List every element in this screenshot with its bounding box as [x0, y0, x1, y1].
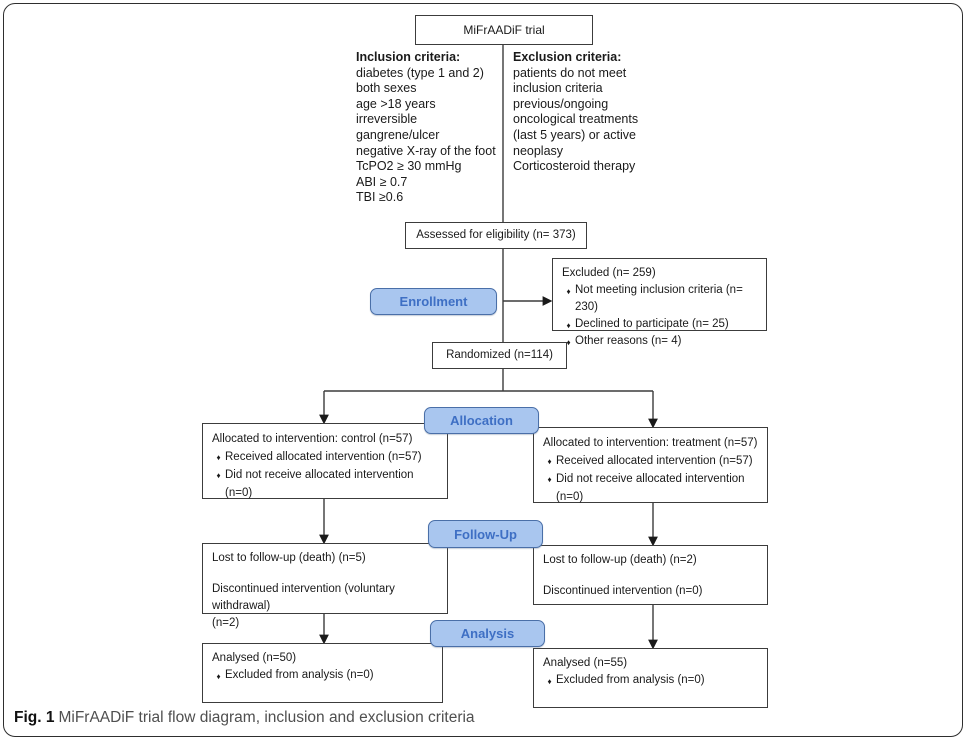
stage-label-followup: Follow-Up [428, 520, 543, 548]
followup-left-line: Discontinued intervention (voluntary wit… [212, 583, 395, 612]
followup-label-text: Follow-Up [454, 526, 517, 542]
exclusion-criteria: Exclusion criteria: patients do not meet… [513, 50, 673, 175]
inclusion-item: gangrene/ulcer [356, 127, 440, 142]
followup-right-line: Lost to follow-up (death) (n=2) [543, 554, 697, 566]
trial-title-box: MiFrAADiF trial [415, 15, 593, 45]
exclusion-item: oncological treatments [513, 112, 639, 127]
bullet-icon: ♦ [547, 677, 552, 686]
exclusion-item: inclusion criteria [513, 81, 603, 96]
analysis-left-box: Analysed (n=50) ♦ Excluded from analysis… [202, 643, 443, 703]
randomized-label: Randomized (n=114) [446, 349, 553, 361]
analysis-right-box: Analysed (n=55) ♦ Excluded from analysis… [533, 648, 768, 708]
trial-title: MiFrAADiF trial [463, 22, 545, 37]
excluded-title: Excluded (n= 259) [562, 267, 656, 279]
followup-left-line: Lost to follow-up (death) (n=5) [212, 552, 366, 564]
exclusion-item: previous/ongoing [513, 96, 609, 111]
analysis-left-item: ♦ Excluded from analysis (n=0) [212, 667, 434, 684]
followup-right-line: Discontinued intervention (n=0) [543, 585, 703, 597]
inclusion-item: negative X-ray of the foot [356, 143, 496, 158]
allocation-right-box: Allocated to intervention: treatment (n=… [533, 427, 768, 503]
allocation-label-text: Allocation [450, 413, 513, 428]
excluded-box: Excluded (n= 259) ♦ Not meeting inclusio… [552, 258, 767, 347]
inclusion-criteria: Inclusion criteria: diabetes (type 1 and… [356, 50, 504, 206]
analysis-label-text: Analysis [460, 626, 515, 641]
inclusion-header: Inclusion criteria: [356, 50, 461, 64]
assessed-box: Assessed for eligibility (n= 373) [405, 222, 587, 249]
inclusion-item: TBI ≥0.6 [356, 190, 404, 205]
followup-right-box: Lost to follow-up (death) (n=2) Disconti… [533, 545, 768, 605]
bullet-icon: ♦ [216, 453, 221, 462]
bullet-icon: ♦ [547, 475, 552, 484]
figure-caption-text: MiFrAADiF trial flow diagram, inclusion … [58, 709, 475, 726]
exclusion-item: patients do not meet [513, 65, 627, 80]
bullet-icon: ♦ [566, 338, 571, 347]
followup-left-box: Lost to follow-up (death) (n=5) Disconti… [202, 543, 448, 629]
stage-label-analysis: Analysis [430, 620, 545, 647]
excluded-item: ♦ Declined to participate (n= 25) [562, 316, 758, 333]
allocation-left-box: Allocated to intervention: control (n=57… [202, 423, 448, 499]
bullet-icon: ♦ [547, 457, 552, 466]
allocation-left-item: ♦ Did not receive allocated intervention… [212, 466, 439, 502]
randomized-box: Randomized (n=114) [432, 342, 567, 369]
inclusion-item: diabetes (type 1 and 2) [356, 65, 484, 80]
excluded-item: ♦ Not meeting inclusion criteria (n= 230… [562, 282, 758, 316]
inclusion-item: age >18 years [356, 96, 436, 111]
inclusion-item: ABI ≥ 0.7 [356, 174, 408, 189]
bullet-icon: ♦ [566, 321, 571, 330]
allocation-left-title: Allocated to intervention: control (n=57… [212, 433, 413, 445]
bullet-icon: ♦ [566, 287, 571, 296]
inclusion-item: both sexes [356, 81, 417, 96]
allocation-left-item: ♦ Received allocated intervention (n=57) [212, 448, 439, 466]
exclusion-item: Corticosteroid therapy [513, 159, 636, 174]
stage-label-allocation: Allocation [424, 407, 539, 434]
allocation-right-title: Allocated to intervention: treatment (n=… [543, 437, 758, 449]
analysis-right-title: Analysed (n=55) [543, 657, 628, 669]
bullet-icon: ♦ [216, 672, 221, 681]
stage-label-enrollment: Enrollment [370, 288, 497, 315]
excluded-item: ♦ Other reasons (n= 4) [562, 333, 758, 350]
followup-left-line: (n=2) [212, 617, 240, 629]
exclusion-item: neoplasy [513, 143, 564, 158]
exclusion-header: Exclusion criteria: [513, 50, 622, 64]
allocation-right-item: ♦ Did not receive allocated intervention… [543, 470, 759, 506]
figure-caption-label: Fig. 1 [14, 709, 55, 726]
inclusion-item: TcPO2 ≥ 30 mmHg [356, 159, 462, 174]
inclusion-item: irreversible [356, 112, 418, 127]
enrollment-label-text: Enrollment [399, 294, 468, 309]
allocation-right-item: ♦ Received allocated intervention (n=57) [543, 452, 759, 470]
assessed-label: Assessed for eligibility (n= 373) [416, 229, 576, 241]
analysis-right-item: ♦ Excluded from analysis (n=0) [543, 672, 759, 689]
exclusion-item: (last 5 years) or active [513, 127, 636, 142]
bullet-icon: ♦ [216, 471, 221, 480]
analysis-left-title: Analysed (n=50) [212, 652, 297, 664]
